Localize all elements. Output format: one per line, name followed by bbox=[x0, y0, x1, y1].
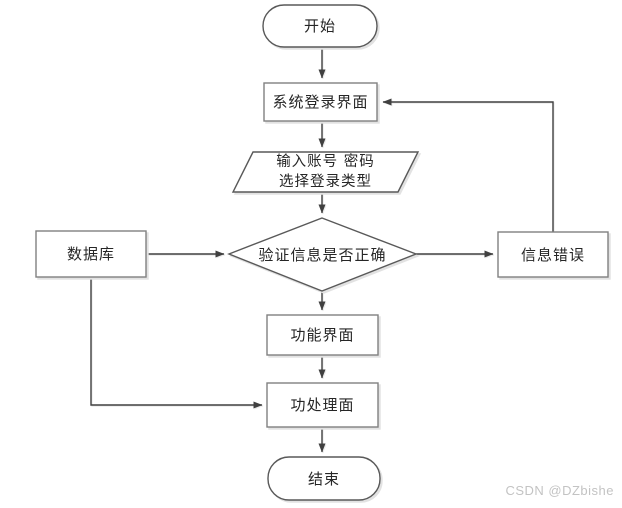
info-error-rect-shape bbox=[497, 231, 609, 278]
login-screen-rect-shape bbox=[263, 82, 378, 122]
verify-diamond-shape bbox=[227, 217, 418, 292]
csdn-watermark: CSDN @DZbishe bbox=[505, 483, 614, 498]
input-parallelogram-shape bbox=[231, 151, 420, 193]
end-terminator-shape bbox=[267, 456, 381, 501]
process-screen-rect-shape bbox=[266, 382, 379, 428]
start-terminator-shape bbox=[262, 4, 378, 48]
function-screen-rect-shape bbox=[266, 314, 379, 356]
connector-database-to-process bbox=[90, 277, 263, 409]
connector-error-to-login bbox=[382, 98, 554, 232]
database-rect-shape bbox=[35, 230, 147, 278]
